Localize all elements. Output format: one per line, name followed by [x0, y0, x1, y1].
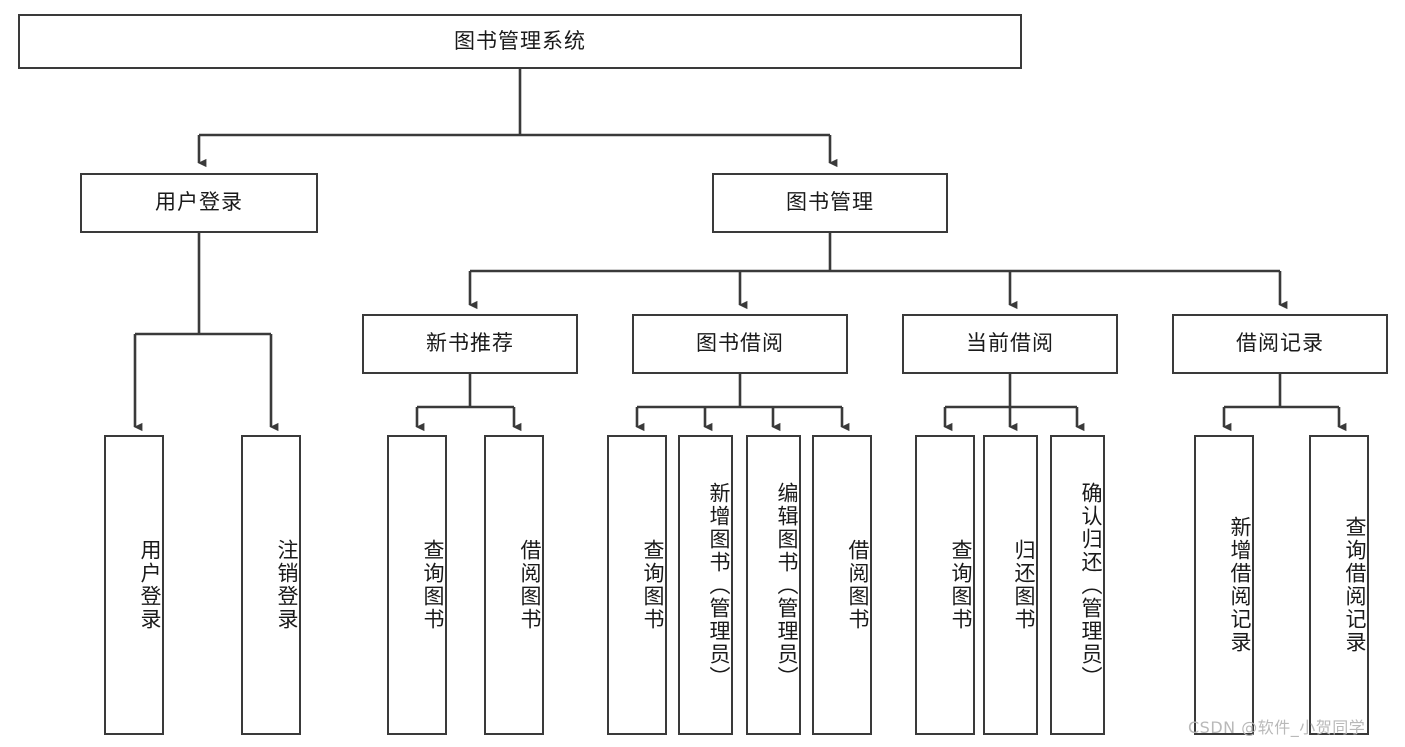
leaf-current-query-book-label: 查询图书	[949, 539, 973, 631]
leaf-recommend-borrow-book-label: 借阅图书	[518, 539, 542, 631]
node-user-login[interactable]: 用户登录	[80, 173, 318, 233]
leaf-borrow-borrow-book-label: 借阅图书	[846, 539, 870, 631]
leaf-recommend-query-book-label: 查询图书	[421, 539, 445, 631]
node-book-management-label: 图书管理	[786, 190, 874, 215]
node-borrow-record-label: 借阅记录	[1236, 331, 1324, 356]
leaf-add-borrow-record[interactable]: 新增借阅记录	[1194, 435, 1254, 735]
node-root-system-label: 图书管理系统	[454, 28, 586, 53]
leaf-add-book-admin[interactable]: 新增图书（管理员）	[678, 435, 733, 735]
node-current-borrow[interactable]: 当前借阅	[902, 314, 1118, 374]
leaf-borrow-query-book[interactable]: 查询图书	[607, 435, 667, 735]
leaf-user-login[interactable]: 用户登录	[104, 435, 164, 735]
leaf-edit-book-admin-label: 编辑图书（管理员）	[775, 481, 799, 689]
csdn-watermark: CSDN @软件_小贺同学	[1188, 718, 1366, 737]
leaf-borrow-query-book-label: 查询图书	[641, 539, 665, 631]
node-new-book-recommend-label: 新书推荐	[426, 331, 514, 356]
leaf-user-login-label: 用户登录	[138, 539, 162, 631]
leaf-add-book-admin-label: 新增图书（管理员）	[707, 481, 731, 689]
leaf-confirm-return-admin[interactable]: 确认归还（管理员）	[1050, 435, 1105, 735]
leaf-add-borrow-record-label: 新增借阅记录	[1228, 516, 1252, 654]
node-new-book-recommend[interactable]: 新书推荐	[362, 314, 578, 374]
node-root-system[interactable]: 图书管理系统	[18, 14, 1022, 69]
leaf-current-query-book[interactable]: 查询图书	[915, 435, 975, 735]
node-borrow-record[interactable]: 借阅记录	[1172, 314, 1388, 374]
leaf-edit-book-admin[interactable]: 编辑图书（管理员）	[746, 435, 801, 735]
leaf-borrow-borrow-book[interactable]: 借阅图书	[812, 435, 872, 735]
leaf-return-book-label: 归还图书	[1012, 539, 1036, 631]
node-user-login-label: 用户登录	[155, 190, 243, 215]
leaf-recommend-query-book[interactable]: 查询图书	[387, 435, 447, 735]
leaf-return-book[interactable]: 归还图书	[983, 435, 1038, 735]
node-book-borrow[interactable]: 图书借阅	[632, 314, 848, 374]
leaf-confirm-return-admin-label: 确认归还（管理员）	[1079, 481, 1103, 689]
leaf-query-borrow-record[interactable]: 查询借阅记录	[1309, 435, 1369, 735]
leaf-logout-login[interactable]: 注销登录	[241, 435, 301, 735]
leaf-recommend-borrow-book[interactable]: 借阅图书	[484, 435, 544, 735]
node-book-borrow-label: 图书借阅	[696, 331, 784, 356]
leaf-logout-login-label: 注销登录	[275, 539, 299, 631]
node-book-management[interactable]: 图书管理	[712, 173, 948, 233]
leaf-query-borrow-record-label: 查询借阅记录	[1343, 516, 1367, 654]
node-current-borrow-label: 当前借阅	[966, 331, 1054, 356]
